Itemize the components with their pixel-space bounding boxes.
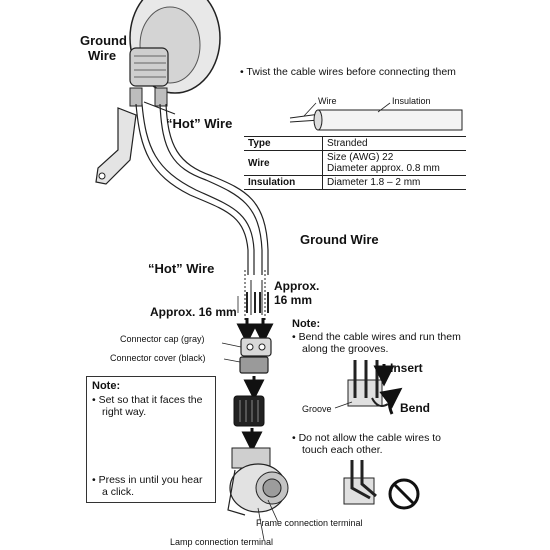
right-note-title: Note: [292, 318, 321, 330]
left-note-title: Note: [92, 380, 121, 392]
hot-wire-label: “Hot” Wire [166, 116, 233, 131]
spec-value: Diameter 1.8 – 2 mm [322, 175, 466, 190]
wire-callout: Wire [318, 96, 337, 106]
left-note-text-2: • Press in until you hear a click. [92, 474, 203, 499]
table-row: Type Stranded [244, 136, 466, 151]
connector-block [233, 395, 265, 427]
twist-note: • Twist the cable wires before connectin… [240, 66, 456, 78]
cable-wires [135, 103, 269, 275]
right-note-text-2: • Do not allow the cable wires to touch … [292, 432, 441, 457]
prohibited-icon [388, 478, 420, 510]
table-row: Wire Size (AWG) 22 Diameter approx. 0.8 … [244, 150, 466, 176]
spec-key: Type [244, 136, 323, 151]
insulation-callout: Insulation [392, 96, 431, 106]
insert-label: Insert [390, 361, 423, 375]
cable-spec-table: Type Stranded Wire Size (AWG) 22 Diamete… [244, 136, 466, 190]
table-row: Insulation Diameter 1.8 – 2 mm [244, 175, 466, 190]
ground-wire-label: Ground Wire [80, 33, 127, 63]
connector-cap-label: Connector cap (gray) [120, 334, 205, 344]
cable-cross-section [289, 102, 463, 131]
spec-value: Size (AWG) 22 Diameter approx. 0.8 mm [322, 150, 466, 176]
stripped-wire-ends [244, 270, 269, 320]
connector-cover [239, 356, 269, 374]
spec-key: Wire [244, 150, 323, 176]
spec-value: Stranded [322, 136, 466, 151]
frame-terminal-label: Frame connection terminal [256, 518, 363, 528]
right-note-text-1: • Bend the cable wires and run them alon… [292, 331, 461, 356]
lamp-terminal-label: Lamp connection terminal [170, 537, 274, 547]
spec-key: Insulation [244, 175, 323, 190]
approx-left-label: Approx. 16 mm [150, 305, 237, 319]
approx-right-label: Approx. 16 mm [274, 279, 320, 307]
curved-arrow-icon [379, 387, 403, 415]
lamp-bracket [95, 107, 137, 185]
bend-label: Bend [400, 401, 430, 415]
insert-bend-illustration [334, 360, 403, 415]
insert-arrows [236, 318, 274, 345]
hot-wire-mid-label: “Hot” Wire [148, 261, 215, 276]
socket-assembly [227, 447, 289, 516]
connector-cover-label: Connector cover (black) [110, 353, 206, 363]
wrong-wiring-illustration [343, 460, 377, 505]
left-note-text-1: • Set so that it faces the right way. [92, 394, 203, 419]
connector-cap [240, 337, 272, 357]
groove-label: Groove [302, 404, 332, 414]
left-note-box [86, 376, 216, 503]
lamp-illustration [129, 0, 221, 107]
ground-wire-mid-label: Ground Wire [300, 232, 379, 247]
